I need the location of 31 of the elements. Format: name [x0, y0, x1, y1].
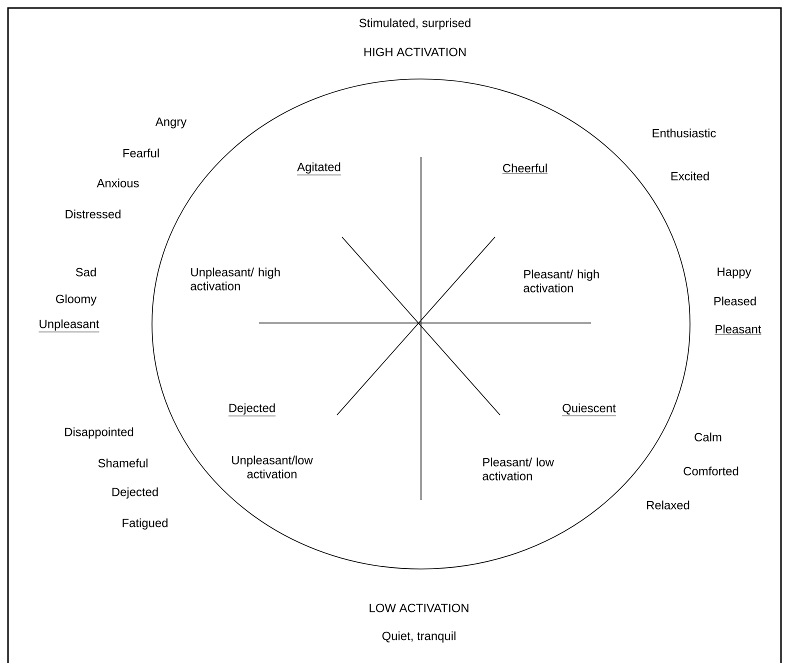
underlined-label: Unpleasant — [38, 319, 100, 332]
label: Dejected — [112, 487, 158, 499]
label: HIGH ACTIVATION — [364, 48, 466, 56]
label: Shameful — [98, 458, 148, 468]
label: LOW ACTIVATION — [370, 604, 468, 612]
quadrant-label: Pleasant/ low activation — [482, 458, 554, 480]
label: Disappointed — [65, 427, 134, 439]
quadrant-label: Unpleasant/low activation — [232, 456, 313, 478]
label: Gloomy — [56, 294, 97, 306]
label: Fatigued — [122, 518, 168, 530]
label: Sad — [76, 268, 96, 276]
underlined-label: Quiescent — [562, 404, 616, 416]
label: Enthusiastic — [652, 128, 716, 138]
label: Distressed — [66, 210, 120, 218]
quadrant-label: Unpleasant/ high activation — [190, 268, 280, 290]
quadrant-label: Pleasant/ high activation — [524, 270, 599, 292]
underlined-label: Agitated — [296, 162, 342, 176]
label: Fearful — [123, 148, 159, 158]
label: Excited — [671, 172, 709, 180]
label: Relaxed — [647, 500, 690, 510]
label: Stimulated, surprised — [359, 18, 470, 30]
label: Happy — [718, 268, 752, 278]
label: Quiet, tranquil — [382, 631, 456, 643]
label: Anxious — [96, 178, 139, 188]
label: Calm — [694, 432, 722, 442]
underlined-label: Dejected — [228, 403, 276, 416]
label: Comforted — [684, 466, 738, 476]
underlined-label: Pleasant — [714, 324, 762, 335]
label: Angry — [155, 118, 187, 128]
label: Pleased — [714, 296, 756, 306]
underlined-label: Cheerful — [502, 164, 548, 174]
